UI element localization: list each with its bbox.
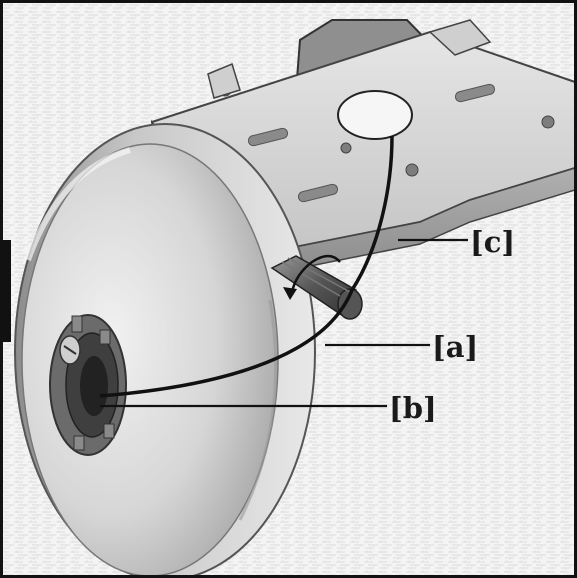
callout-c: [c] (470, 225, 515, 259)
fixture-dome (14, 123, 316, 578)
hub-screw (59, 335, 81, 365)
wire (99, 135, 394, 398)
callout-b: [b] (389, 391, 437, 425)
twist-arrow-icon (283, 254, 341, 300)
fixture-hub (49, 314, 127, 456)
callout-a: [a] (432, 330, 478, 364)
wire-nut (270, 255, 363, 320)
center-hole (337, 90, 413, 140)
side-tab (0, 240, 11, 342)
